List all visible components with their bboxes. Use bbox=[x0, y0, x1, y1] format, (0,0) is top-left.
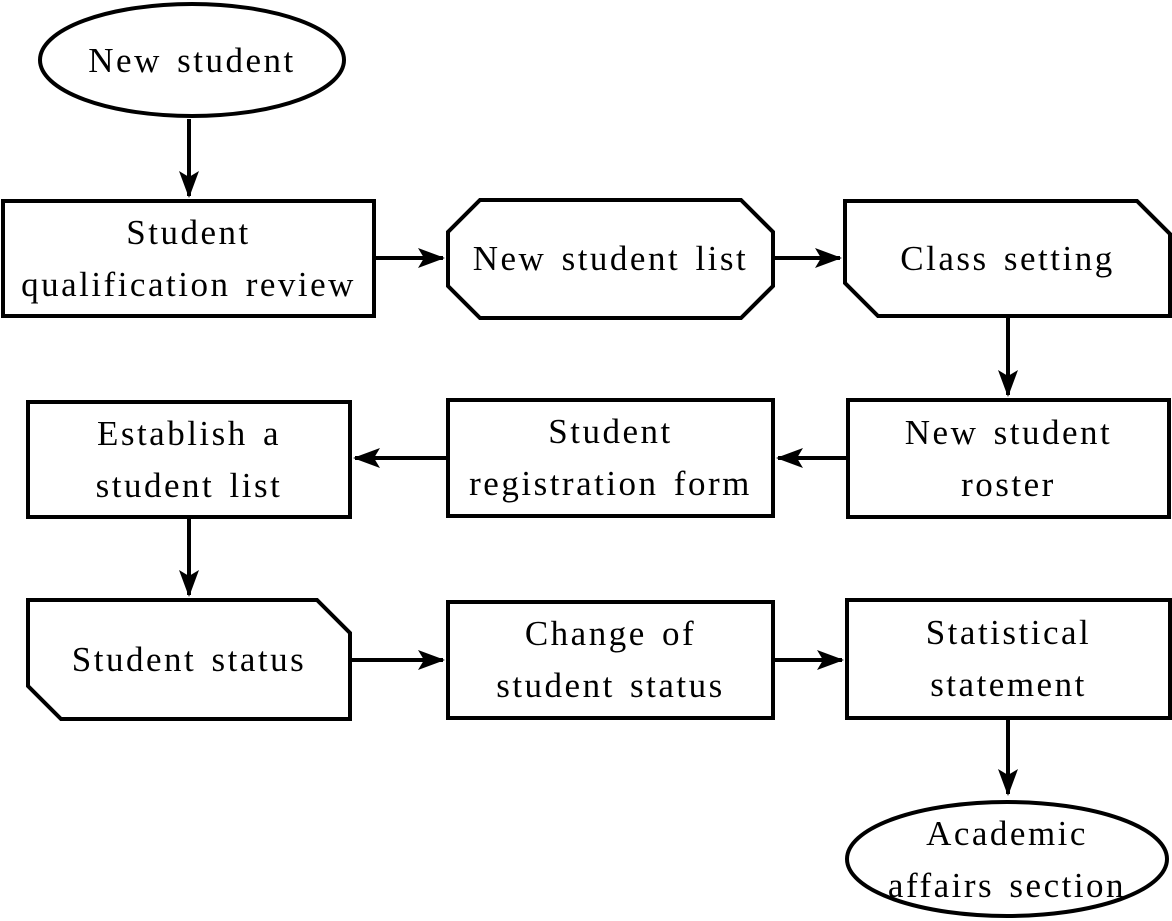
node-new-student-list-shape bbox=[446, 198, 775, 320]
node-student-status-shape bbox=[26, 598, 352, 721]
node-establish-a-student-list-shape bbox=[26, 400, 352, 519]
node-statistical-statement-shape bbox=[845, 598, 1172, 720]
node-student-registration-form-shape bbox=[446, 398, 775, 518]
node-new-student-roster-shape bbox=[846, 398, 1171, 519]
node-academic-affairs-section-shape bbox=[845, 800, 1169, 918]
node-new-student-shape bbox=[38, 2, 346, 118]
node-student-qualification-review-shape bbox=[1, 199, 376, 318]
node-class-setting-shape bbox=[843, 199, 1172, 318]
node-change-of-student-status-shape bbox=[446, 600, 775, 720]
